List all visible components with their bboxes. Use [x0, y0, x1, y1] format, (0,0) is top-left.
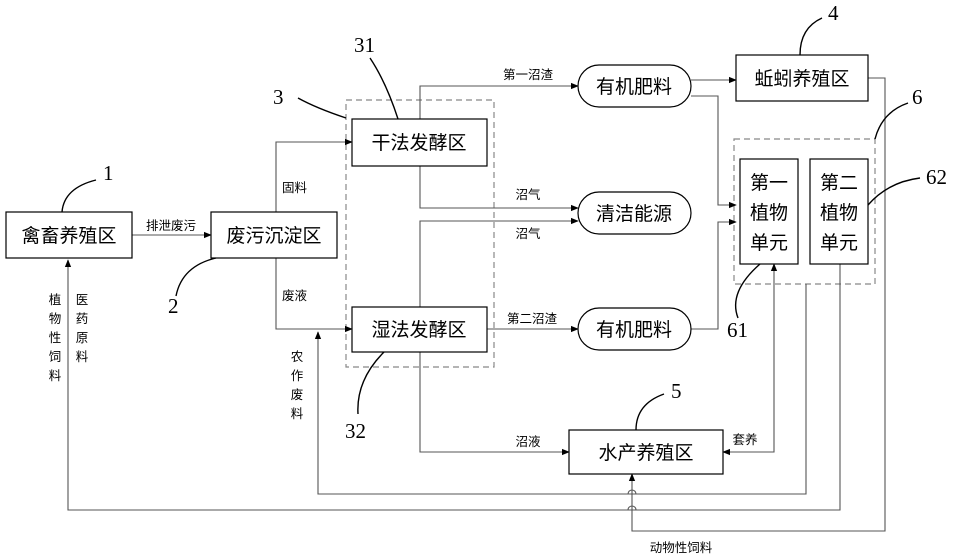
ref-62: 62 — [926, 165, 947, 189]
plant2-line-2: 植物 — [820, 202, 858, 224]
label-crop-waste-1: 农 — [291, 349, 304, 364]
node-fert1-label: 有机肥料 — [596, 76, 672, 98]
leader-31 — [370, 58, 398, 119]
arrow-biogas2 — [420, 221, 578, 307]
node-fertilizer-1: 有机肥料 — [578, 65, 691, 107]
node-earthworm-label: 蚯蚓养殖区 — [754, 68, 849, 90]
node-aquaculture: 水产养殖区 — [569, 430, 723, 474]
leader-62 — [868, 178, 920, 205]
node-livestock: 禽畜养殖区 — [6, 212, 132, 258]
arrow-biogas1 — [420, 166, 578, 208]
label-crop-waste-3: 废 — [291, 387, 304, 402]
node-wet-fermentation: 湿法发酵区 — [352, 307, 487, 352]
label-biogas1: 沼气 — [515, 187, 541, 202]
node-plant-unit-1: 第一 植物 单元 — [740, 159, 798, 264]
leader-6 — [875, 103, 908, 139]
label-medicine-3: 原 — [76, 330, 89, 345]
arrow-residue1 — [420, 86, 578, 119]
label-animal-feed: 动物性饲料 — [650, 540, 713, 555]
label-plant-feed-2: 物 — [49, 311, 62, 326]
label-medicine-4: 料 — [76, 349, 89, 364]
plant2-line-3: 单元 — [820, 232, 858, 254]
label-plant-feed-5: 料 — [49, 368, 62, 383]
ref-61: 61 — [727, 318, 748, 342]
label-liquid: 废液 — [282, 288, 308, 303]
label-biogas2: 沼气 — [515, 226, 541, 241]
ref-31: 31 — [354, 33, 375, 57]
ref-5: 5 — [671, 379, 682, 403]
node-energy-label: 清洁能源 — [596, 203, 672, 225]
node-dry-fermentation: 干法发酵区 — [352, 119, 487, 166]
label-symbiosis: 套养 — [732, 432, 757, 447]
node-dry-label: 干法发酵区 — [371, 132, 466, 154]
ref-3: 3 — [273, 85, 284, 109]
leader-5 — [636, 394, 664, 430]
label-medicine-1: 医 — [76, 292, 89, 307]
leader-32 — [358, 352, 384, 414]
label-residue2: 第二沼渣 — [507, 311, 558, 326]
arrow-fert2-plant — [691, 222, 736, 329]
label-crop-waste-2: 作 — [291, 368, 304, 383]
ref-1: 1 — [103, 161, 114, 185]
leader-4 — [800, 18, 822, 55]
ref-32: 32 — [345, 419, 366, 443]
label-crop-waste-4: 料 — [291, 406, 304, 421]
label-solid: 固料 — [282, 180, 308, 195]
arrow-solid — [276, 142, 352, 212]
arrow-plant-feed — [68, 260, 840, 510]
label-residue1: 第一沼渣 — [503, 67, 554, 82]
leader-61 — [736, 264, 760, 318]
node-sediment: 废污沉淀区 — [211, 212, 337, 258]
node-wet-label: 湿法发酵区 — [371, 319, 466, 341]
node-fert2-label: 有机肥料 — [596, 319, 672, 341]
node-earthworm: 蚯蚓养殖区 — [736, 55, 868, 101]
ref-6: 6 — [912, 85, 923, 109]
ref-2: 2 — [168, 294, 179, 318]
node-plant-unit-2: 第二 植物 单元 — [810, 159, 868, 264]
label-excrement: 排泄废污 — [146, 218, 196, 233]
node-livestock-label: 禽畜养殖区 — [21, 225, 116, 247]
plant1-line-1: 第一 — [750, 172, 788, 194]
label-medicine-2: 药 — [76, 311, 89, 326]
label-plant-feed-3: 性 — [49, 330, 62, 345]
leader-3 — [298, 98, 346, 118]
leader-2 — [176, 258, 216, 296]
plant2-line-1: 第二 — [820, 172, 858, 194]
leader-1 — [62, 180, 96, 212]
plant1-line-2: 植物 — [750, 202, 788, 224]
label-plant-feed-1: 植 — [49, 292, 62, 307]
arrow-fert1-plant — [691, 96, 736, 205]
arrow-symbiosis — [723, 264, 774, 452]
node-fertilizer-2: 有机肥料 — [578, 308, 691, 350]
node-aqua-label: 水产养殖区 — [598, 442, 693, 464]
node-sediment-label: 废污沉淀区 — [226, 225, 321, 247]
label-slurry: 沼液 — [515, 434, 541, 449]
ref-4: 4 — [828, 1, 839, 25]
plant1-line-3: 单元 — [750, 232, 788, 254]
label-plant-feed-4: 饲 — [49, 349, 62, 364]
node-clean-energy: 清洁能源 — [578, 192, 691, 234]
